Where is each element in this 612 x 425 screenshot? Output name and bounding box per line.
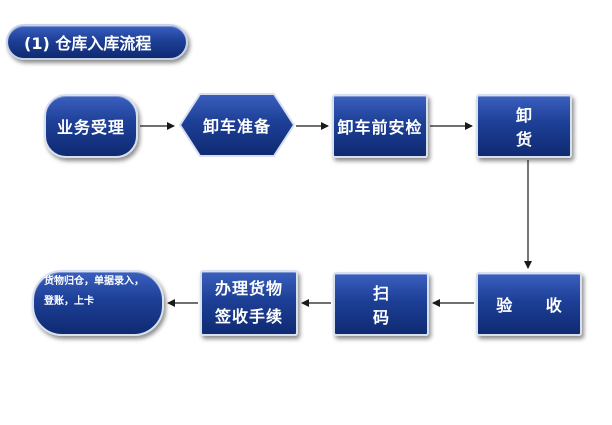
node-final: 货物归仓，单据录入， 登账，上卡	[32, 270, 164, 336]
node-inspect-label: 验 收	[496, 296, 576, 315]
node-unload-label: 卸 货	[515, 106, 546, 149]
diagram-title-text: (1) 仓库入库流程	[24, 34, 152, 53]
node-business-accept: 业务受理	[44, 94, 138, 158]
node-scan: 扫 码	[333, 272, 429, 336]
node-business-accept-label: 业务受理	[56, 118, 125, 137]
diagram-title: (1) 仓库入库流程	[6, 24, 188, 60]
node-unload-prepare: 卸车准备	[178, 92, 296, 158]
node-inspect: 验 收	[476, 272, 582, 336]
node-pre-unload-check: 卸车前安检	[332, 94, 428, 158]
node-unload-prepare-label: 卸车准备	[202, 117, 271, 136]
node-handle-goods-line2: 签收手续	[214, 307, 283, 326]
node-handle-goods-line1: 办理货物	[214, 279, 283, 298]
node-scan-label: 扫 码	[372, 284, 403, 327]
node-pre-unload-check-label: 卸车前安检	[337, 118, 423, 137]
node-final-line1: 货物归仓，单据录入，	[44, 276, 144, 287]
node-handle-goods: 办理货物 签收手续	[200, 270, 298, 336]
node-final-line2: 登账，上卡	[44, 296, 94, 307]
node-unload: 卸 货	[476, 94, 572, 158]
node-unload-prepare-shape	[178, 93, 296, 157]
